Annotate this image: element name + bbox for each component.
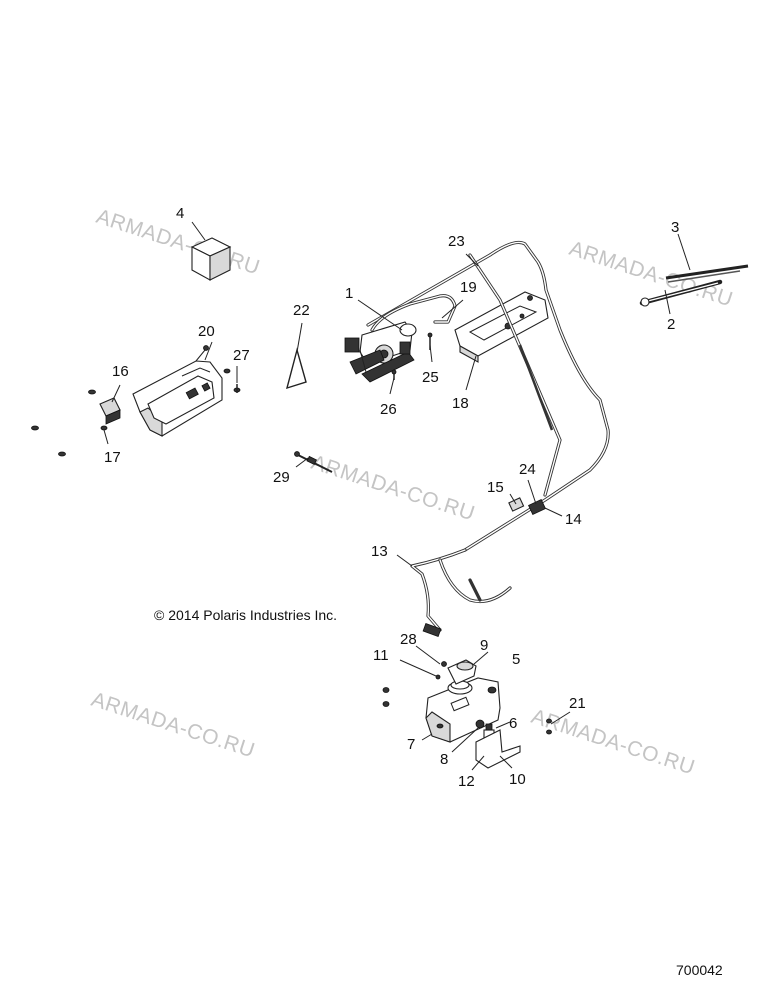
fasteners-left	[31, 368, 241, 457]
callout-13: 13	[371, 543, 388, 560]
callout-16: 16	[112, 363, 129, 380]
part-18-bracket	[454, 291, 549, 363]
part-29-cable-tie	[294, 451, 333, 473]
callout-27: 27	[233, 347, 250, 364]
callout-26: 26	[380, 401, 397, 418]
fasteners-lower	[382, 687, 552, 735]
callout-15: 15	[487, 479, 504, 496]
callout-10: 10	[509, 771, 526, 788]
watermark: ARMADA-CO.RU	[308, 451, 477, 526]
callout-5: 5	[512, 651, 520, 668]
diagram-code: 700042	[676, 962, 723, 978]
part-9-cap	[435, 659, 477, 685]
callout-3: 3	[671, 219, 679, 236]
part-10-reservoir-bracket	[475, 729, 521, 769]
watermark: ARMADA-CO.RU	[88, 688, 257, 763]
callout-7: 7	[407, 736, 415, 753]
callout-22: 22	[293, 302, 310, 319]
callout-labels: 1 2 3 4 5 6 7 8 9 10 11 12 13 14 15 16 1…	[104, 205, 679, 790]
callout-25: 25	[422, 369, 439, 386]
callout-6: 6	[509, 715, 517, 732]
part-2-wiper-arm	[639, 279, 723, 307]
copyright-notice: © 2014 Polaris Industries Inc.	[154, 607, 337, 623]
part-13-wiring-harness	[410, 497, 546, 638]
callout-2: 2	[667, 316, 675, 333]
part-20-panel	[132, 345, 223, 437]
part-4-box	[190, 237, 232, 281]
callout-21: 21	[569, 695, 586, 712]
callout-9: 9	[480, 637, 488, 654]
callout-4: 4	[176, 205, 184, 222]
callout-17: 17	[104, 449, 121, 466]
callout-20: 20	[198, 323, 215, 340]
callout-29: 29	[273, 469, 290, 486]
leader-lines	[103, 221, 691, 771]
part-3-wiper-blade	[665, 264, 749, 283]
callout-19: 19	[460, 279, 477, 296]
callout-8: 8	[440, 751, 448, 768]
callout-12: 12	[458, 773, 475, 790]
part-1-wiper-motor	[344, 321, 417, 383]
callout-11: 11	[373, 647, 389, 664]
callout-23: 23	[448, 233, 465, 250]
part-16-switch	[99, 397, 121, 425]
watermark: ARMADA-CO.RU	[528, 705, 697, 780]
callout-28: 28	[400, 631, 417, 648]
callout-1: 1	[345, 285, 353, 302]
callout-18: 18	[452, 395, 469, 412]
part-22-reflector-triangle	[285, 347, 307, 390]
hose-routing	[366, 240, 610, 552]
watermarks: ARMADA-CO.RU ARMADA-CO.RU ARMADA-CO.RU A…	[88, 205, 735, 780]
callout-24: 24	[519, 461, 536, 478]
callout-14: 14	[565, 511, 582, 528]
